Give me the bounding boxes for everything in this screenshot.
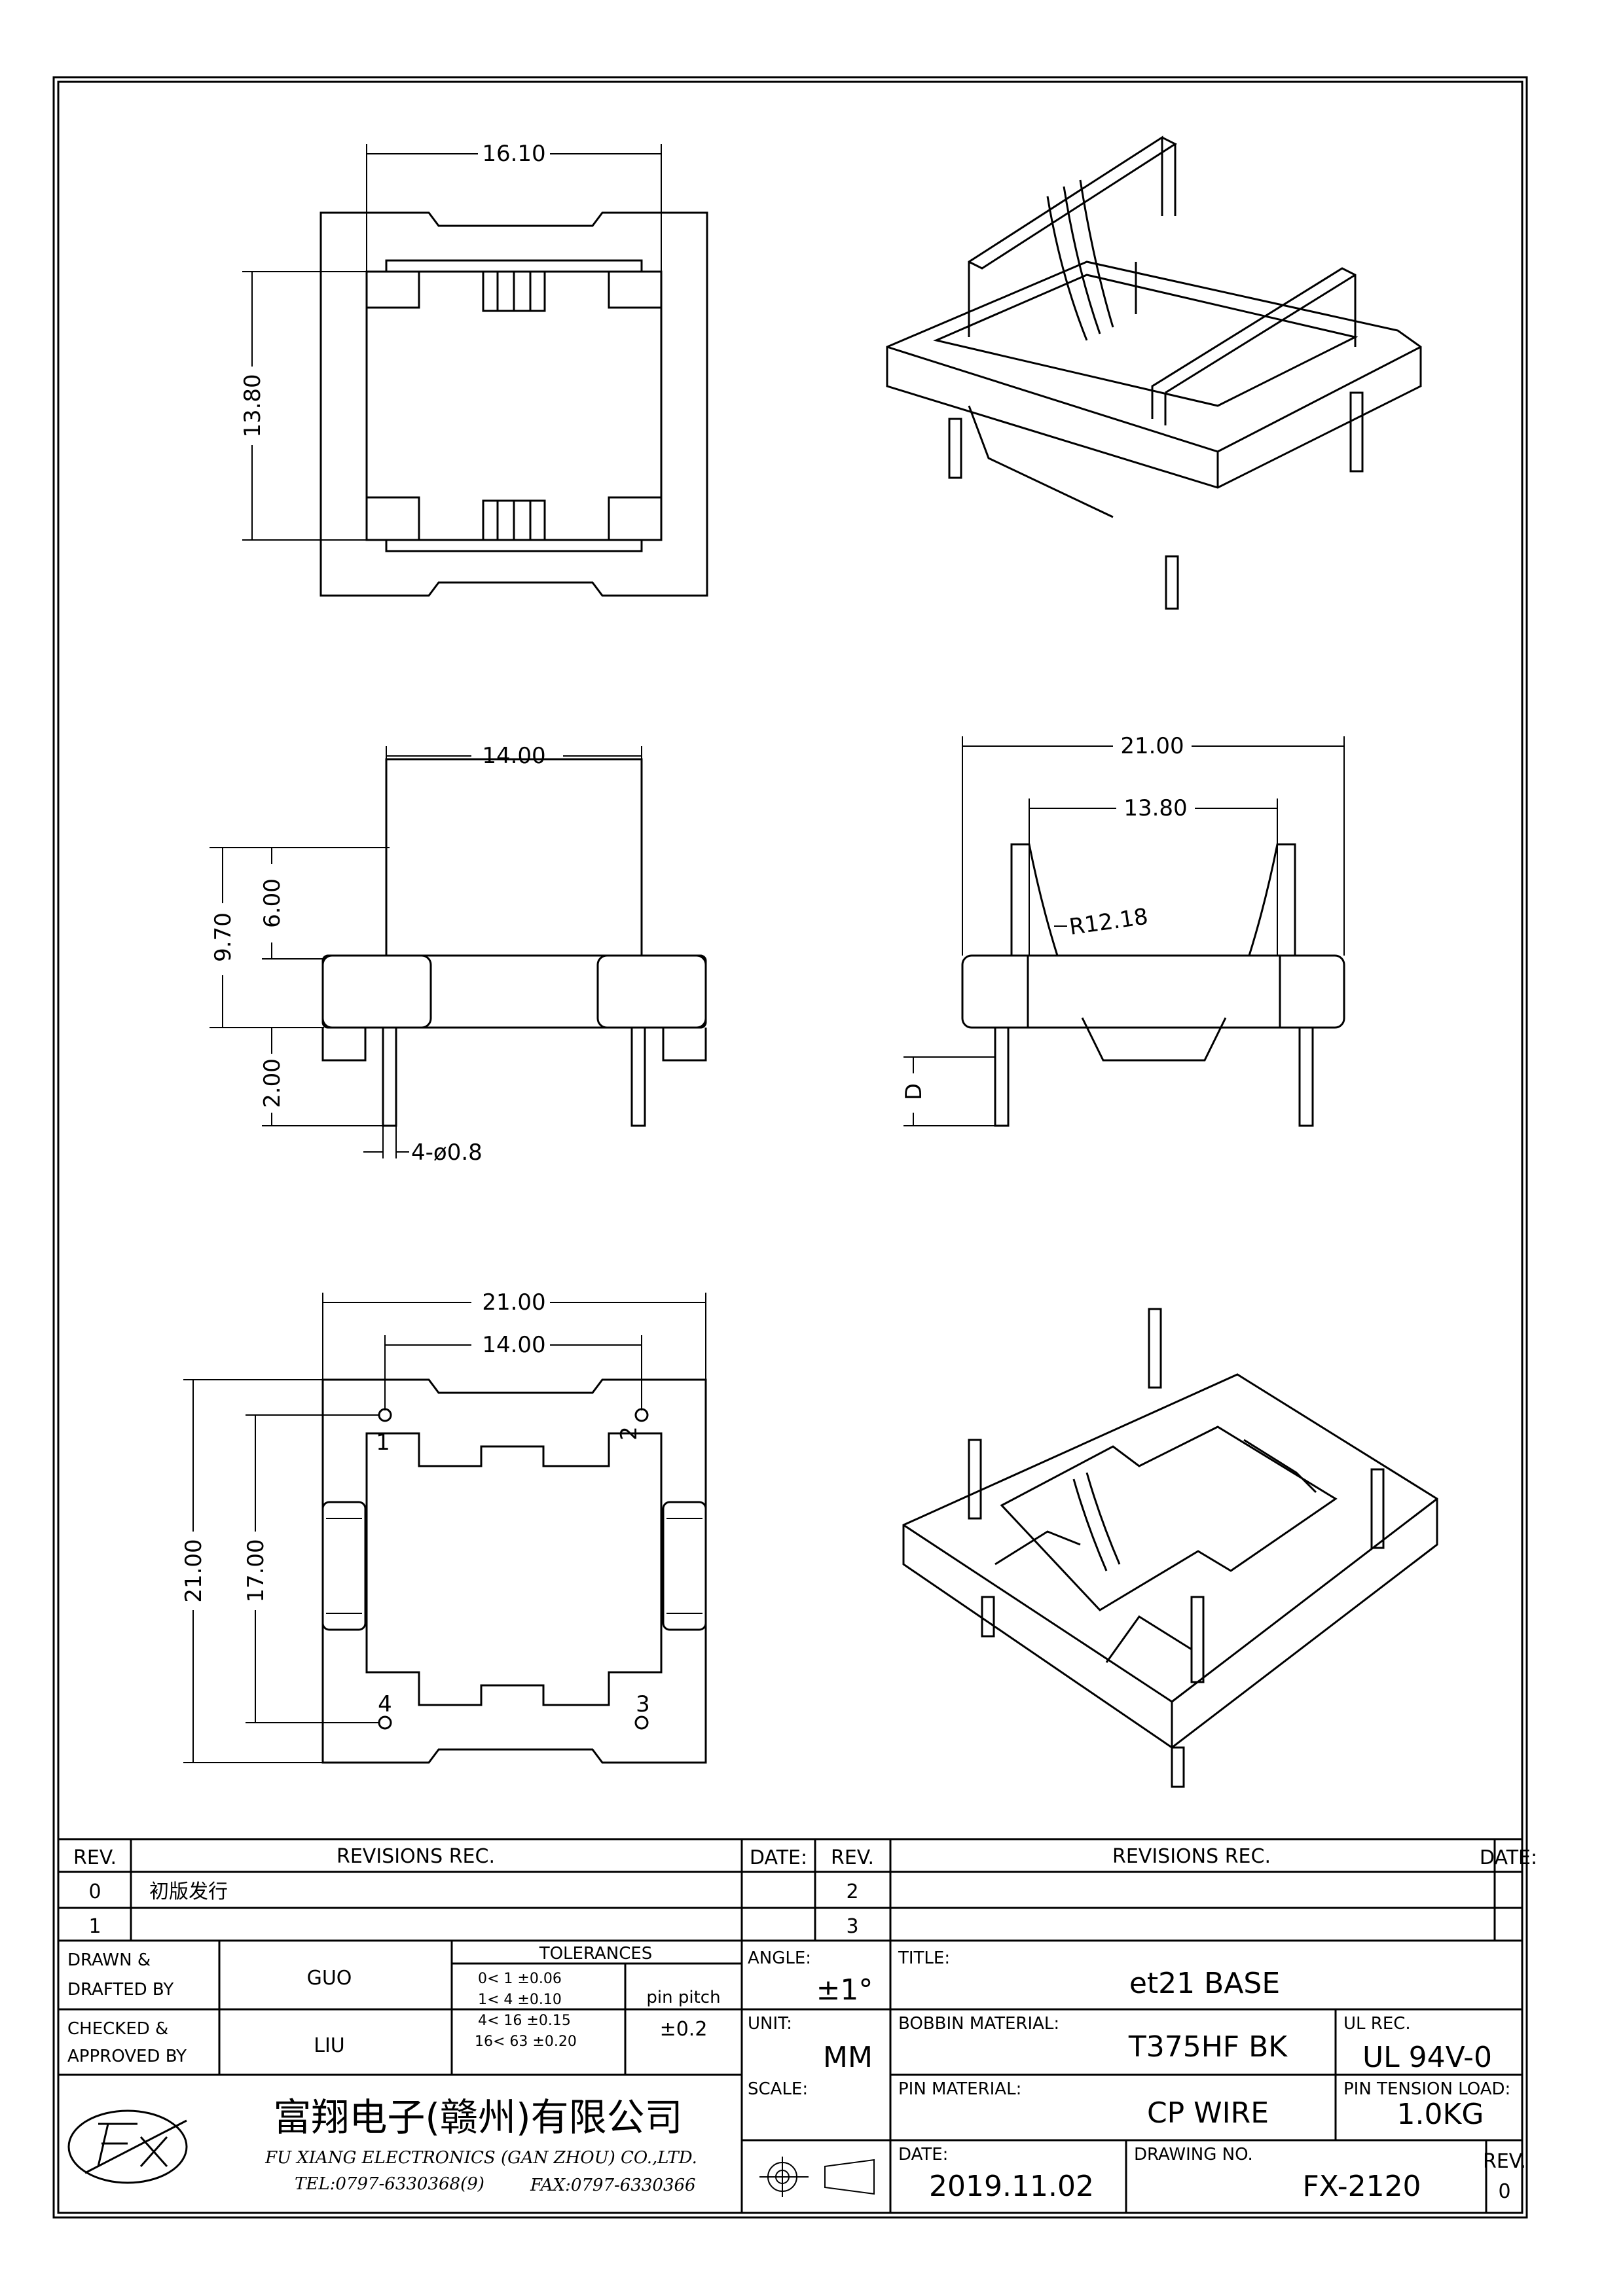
bottom-width-label: 21.00	[482, 1289, 545, 1316]
rev-header-right: REV.	[831, 1846, 874, 1869]
bottom-view	[183, 1293, 707, 1764]
unit-label: UNIT:	[748, 2014, 792, 2034]
tolerance-row-2: 1< 4 ±0.10	[478, 1992, 562, 2008]
rev-row-2-rev: 2	[846, 1880, 858, 1903]
iso-view-top	[886, 135, 1422, 610]
rev-row-1-rev: 1	[88, 1915, 101, 1938]
pin-tension-value: 1.0KG	[1397, 2098, 1484, 2131]
title-value: et21 BASE	[1129, 1967, 1280, 2000]
pin-1-hole	[378, 1408, 392, 1422]
rev-value: 0	[1498, 2180, 1510, 2203]
side-upper-height-label: 6.00	[259, 878, 285, 928]
bobbin-value: T375HF BK	[1128, 2030, 1288, 2064]
inner-border	[57, 81, 1523, 2214]
drawing-no-label: DRAWING NO.	[1134, 2145, 1253, 2164]
top-height-label: 13.80	[240, 374, 266, 437]
outer-border	[52, 76, 1528, 2219]
rev-label: REV.	[1483, 2150, 1526, 2173]
front-view	[903, 736, 1345, 1127]
bottom-height-label: 21.00	[181, 1539, 207, 1602]
pin-4-label: 4	[378, 1691, 392, 1717]
top-view	[242, 144, 708, 597]
bottom-pin-rows-label: 17.00	[243, 1539, 269, 1602]
checked-label-2: APPROVED BY	[67, 2047, 187, 2066]
front-radius-label: R12.18	[1068, 903, 1150, 940]
pin-tension-label: PIN TENSION LOAD:	[1343, 2079, 1510, 2099]
company-tel: TEL:0797-6330368(9)	[295, 2174, 484, 2194]
rev-row-0-text: 初版发行	[149, 1880, 228, 1903]
front-width-label: 21.00	[1120, 733, 1184, 759]
pin-material-label: PIN MATERIAL:	[898, 2079, 1021, 2099]
pin-4-hole	[378, 1715, 392, 1730]
pin-2-hole	[634, 1408, 649, 1422]
scale-label: SCALE:	[748, 2079, 808, 2099]
iso-view-bottom	[902, 1308, 1438, 1788]
pin-3-hole	[634, 1715, 649, 1730]
pin-1-label: 1	[376, 1429, 390, 1456]
date-header-left: DATE:	[750, 1846, 807, 1869]
side-pins-label: 4-ø0.8	[411, 1139, 483, 1166]
ul-label: UL REC.	[1343, 2014, 1411, 2034]
rev-row-3-rev: 3	[846, 1915, 858, 1938]
pin-pitch-value: ±0.2	[660, 2018, 708, 2041]
top-width-label: 16.10	[482, 141, 545, 167]
side-total-height-label: 9.70	[210, 912, 236, 962]
rev-header-left: REV.	[73, 1846, 117, 1869]
pin-pitch-label: pin pitch	[646, 1988, 720, 2007]
tolerance-row-4: 16< 63 ±0.20	[475, 2034, 577, 2050]
drawn-label-1: DRAWN &	[67, 1950, 151, 1970]
rev-row-0-rev: 0	[88, 1880, 101, 1903]
pin-material-value: CP WIRE	[1147, 2096, 1269, 2130]
side-pin-length-label: 2.00	[259, 1058, 285, 1108]
drawing-no-value: FX-2120	[1302, 2170, 1421, 2203]
drawn-label-2: DRAFTED BY	[67, 1980, 173, 2000]
projection-symbol-icon	[759, 2157, 875, 2197]
front-pin-d-label: D	[901, 1083, 927, 1100]
tolerance-row-3: 4< 16 ±0.15	[478, 2013, 571, 2029]
pin-3-label: 3	[636, 1691, 650, 1717]
company-name-en: FU XIANG ELECTRONICS (GAN ZHOU) CO.,LTD.	[264, 2148, 697, 2168]
revisions-header-right: REVISIONS REC.	[1112, 1845, 1271, 1868]
checked-label-1: CHECKED &	[67, 2019, 168, 2039]
bottom-pin-span-label: 14.00	[482, 1332, 545, 1358]
ul-value: UL 94V-0	[1362, 2041, 1492, 2074]
side-view	[210, 746, 707, 1158]
company-name-cn: 富翔电子(赣州)有限公司	[273, 2095, 682, 2140]
angle-value: ±1°	[816, 1973, 873, 2007]
bobbin-label: BOBBIN MATERIAL:	[898, 2014, 1059, 2034]
date-label: DATE:	[898, 2145, 948, 2164]
date-value: 2019.11.02	[929, 2170, 1094, 2203]
angle-label: ANGLE:	[748, 1948, 811, 1968]
title-label: TITLE:	[898, 1948, 950, 1968]
date-header-right: DATE:	[1480, 1846, 1537, 1869]
revisions-header-left: REVISIONS REC.	[337, 1845, 495, 1868]
front-inner-width-label: 13.80	[1123, 795, 1187, 821]
unit-value: MM	[823, 2041, 873, 2074]
title-block	[58, 1838, 1522, 2213]
tolerance-row-1: 0< 1 ±0.06	[478, 1971, 562, 1987]
fx-logo-icon	[67, 2109, 188, 2184]
tolerances-label: TOLERANCES	[539, 1944, 653, 1964]
drawn-value: GUO	[307, 1967, 352, 1990]
company-fax: FAX:0797-6330366	[530, 2176, 696, 2195]
side-width-label: 14.00	[482, 743, 545, 769]
checked-value: LIU	[314, 2034, 345, 2057]
pin-2-label: 2	[616, 1426, 642, 1441]
